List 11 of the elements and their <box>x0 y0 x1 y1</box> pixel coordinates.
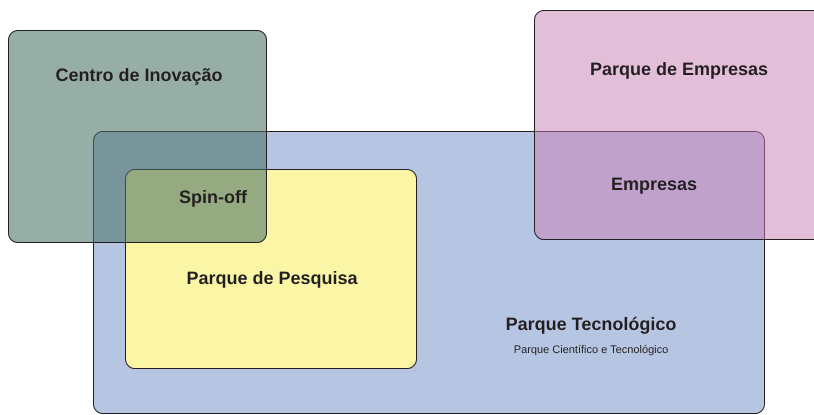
overlap-label: Empresas <box>610 174 698 195</box>
region-box <box>534 10 814 240</box>
region-title: Parque Tecnológico <box>506 314 676 335</box>
region-subtitle: Parque Científico e Tecnológico <box>514 344 668 356</box>
region-box <box>93 131 765 414</box>
region-box <box>8 30 267 243</box>
region-title: Parque de Pesquisa <box>186 268 358 289</box>
overlap-label: Spin-off <box>179 187 247 208</box>
region-title: Centro de Inovação <box>55 65 223 86</box>
region-title: Parque de Empresas <box>590 59 768 80</box>
region-box <box>125 169 417 369</box>
